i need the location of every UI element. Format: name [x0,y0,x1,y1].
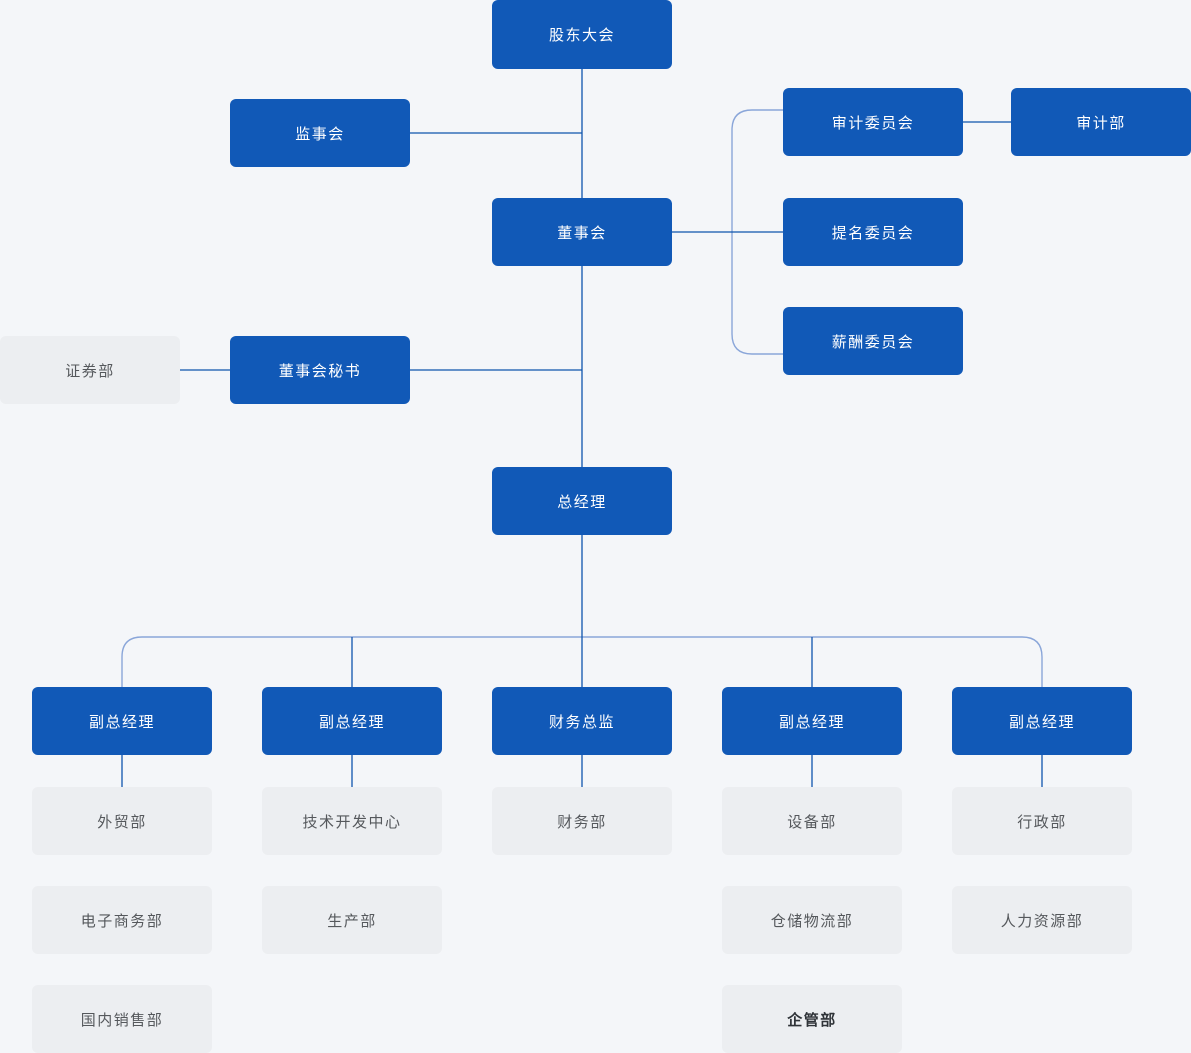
org-node-general-manager[interactable]: 总经理 [492,467,672,535]
org-node-admin-dept[interactable]: 行政部 [952,787,1132,855]
org-node-equipment-dept[interactable]: 设备部 [722,787,902,855]
org-node-domestic-sales-dept[interactable]: 国内销售部 [32,985,212,1053]
org-node-supervisory-board[interactable]: 监事会 [230,99,410,167]
org-node-foreign-trade-dept[interactable]: 外贸部 [32,787,212,855]
org-node-finance-dept[interactable]: 财务部 [492,787,672,855]
org-node-deputy-gm-4[interactable]: 副总经理 [952,687,1132,755]
org-node-production-dept[interactable]: 生产部 [262,886,442,954]
org-node-audit-committee[interactable]: 审计委员会 [783,88,963,156]
org-node-remuneration-committee[interactable]: 薪酬委员会 [783,307,963,375]
org-node-tech-development-center[interactable]: 技术开发中心 [262,787,442,855]
org-node-board-secretary[interactable]: 董事会秘书 [230,336,410,404]
org-node-deputy-gm-2[interactable]: 副总经理 [262,687,442,755]
org-node-warehouse-logistics-dept[interactable]: 仓储物流部 [722,886,902,954]
org-node-board-of-directors[interactable]: 董事会 [492,198,672,266]
org-node-deputy-gm-1[interactable]: 副总经理 [32,687,212,755]
org-node-securities-department[interactable]: 证券部 [0,336,180,404]
org-node-cfo[interactable]: 财务总监 [492,687,672,755]
org-node-ecommerce-dept[interactable]: 电子商务部 [32,886,212,954]
org-node-enterprise-mgmt-dept[interactable]: 企管部 [722,985,902,1053]
org-node-deputy-gm-3[interactable]: 副总经理 [722,687,902,755]
org-node-shareholders-meeting[interactable]: 股东大会 [492,0,672,69]
org-node-nomination-committee[interactable]: 提名委员会 [783,198,963,266]
org-node-audit-department[interactable]: 审计部 [1011,88,1191,156]
org-node-hr-dept[interactable]: 人力资源部 [952,886,1132,954]
